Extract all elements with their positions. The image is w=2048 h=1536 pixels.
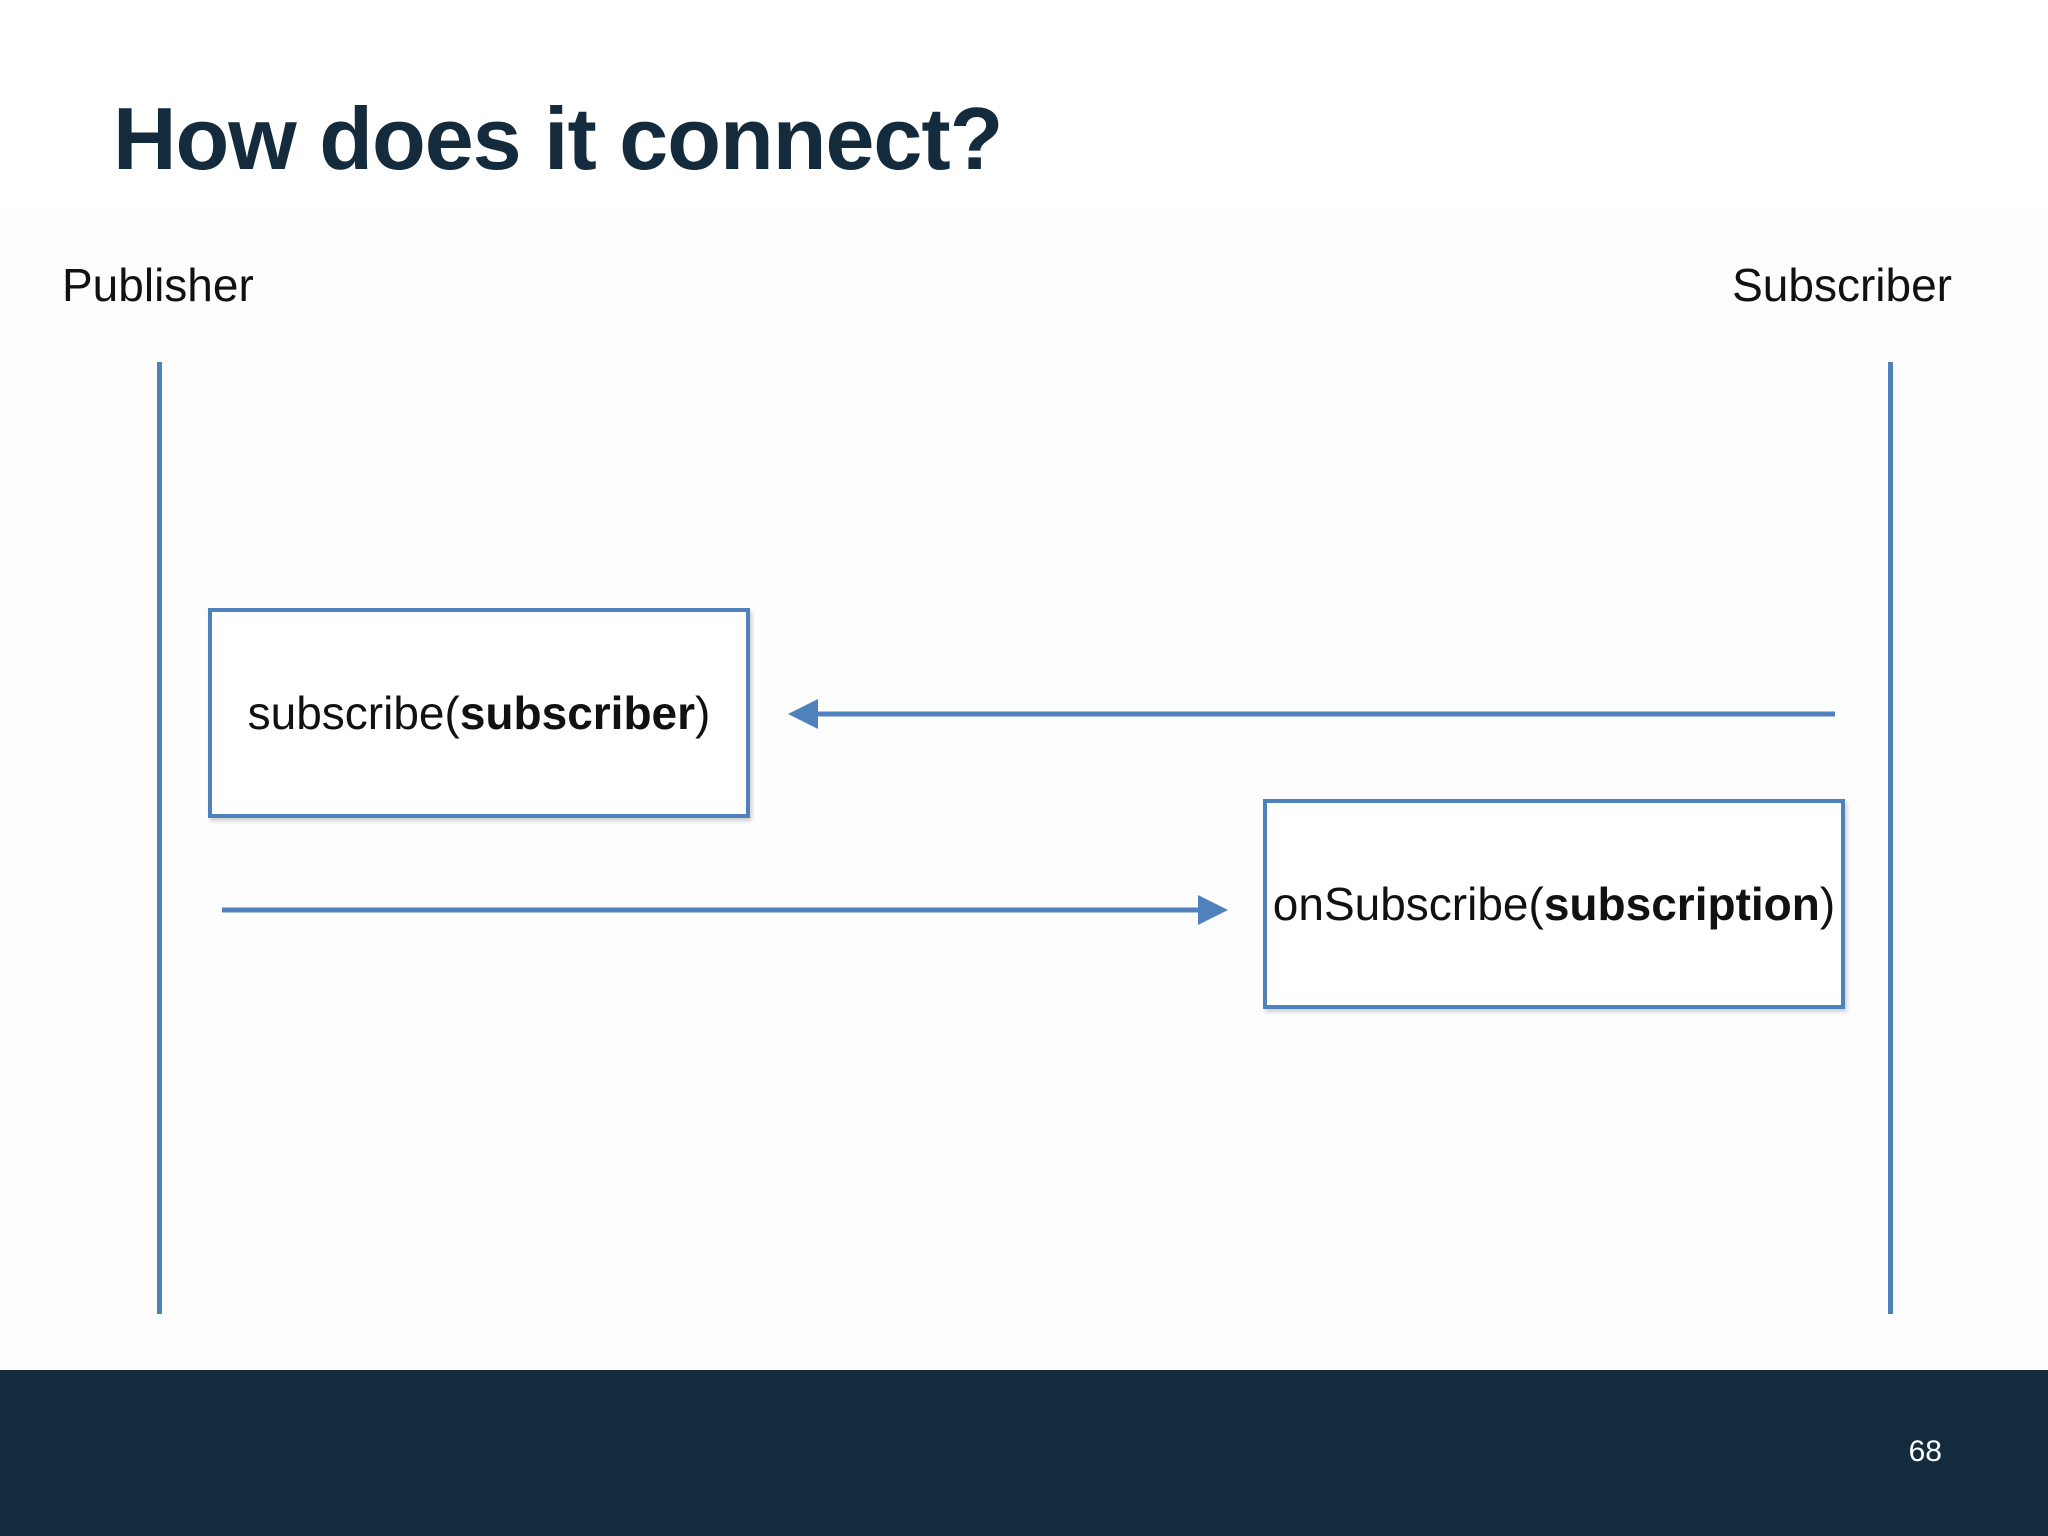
publisher-lane-label: Publisher bbox=[62, 259, 254, 311]
footer-bar: 68 bbox=[0, 1370, 2048, 1536]
subscriber-lane-label: Subscriber bbox=[1732, 259, 1952, 311]
onsubscribe-close-paren: ) bbox=[1819, 878, 1836, 930]
slide-title: How does it connect? bbox=[113, 89, 1003, 188]
subscribe-argument-text: subscriber bbox=[459, 687, 696, 739]
publisher-lifeline bbox=[157, 362, 162, 1314]
page-number: 68 bbox=[1908, 1435, 1942, 1468]
onsubscribe-call-text: onSubscribe( bbox=[1272, 878, 1544, 930]
subscriber-lifeline bbox=[1888, 362, 1893, 1314]
subscribe-call-text: subscribe( bbox=[247, 687, 460, 739]
subscribe-message-box: subscribe(subscriber) bbox=[208, 608, 750, 818]
onsubscribe-message-box: onSubscribe(subscription) bbox=[1263, 799, 1845, 1009]
onsubscribe-argument-text: subscription bbox=[1543, 878, 1820, 930]
subscribe-close-paren: ) bbox=[695, 687, 711, 739]
